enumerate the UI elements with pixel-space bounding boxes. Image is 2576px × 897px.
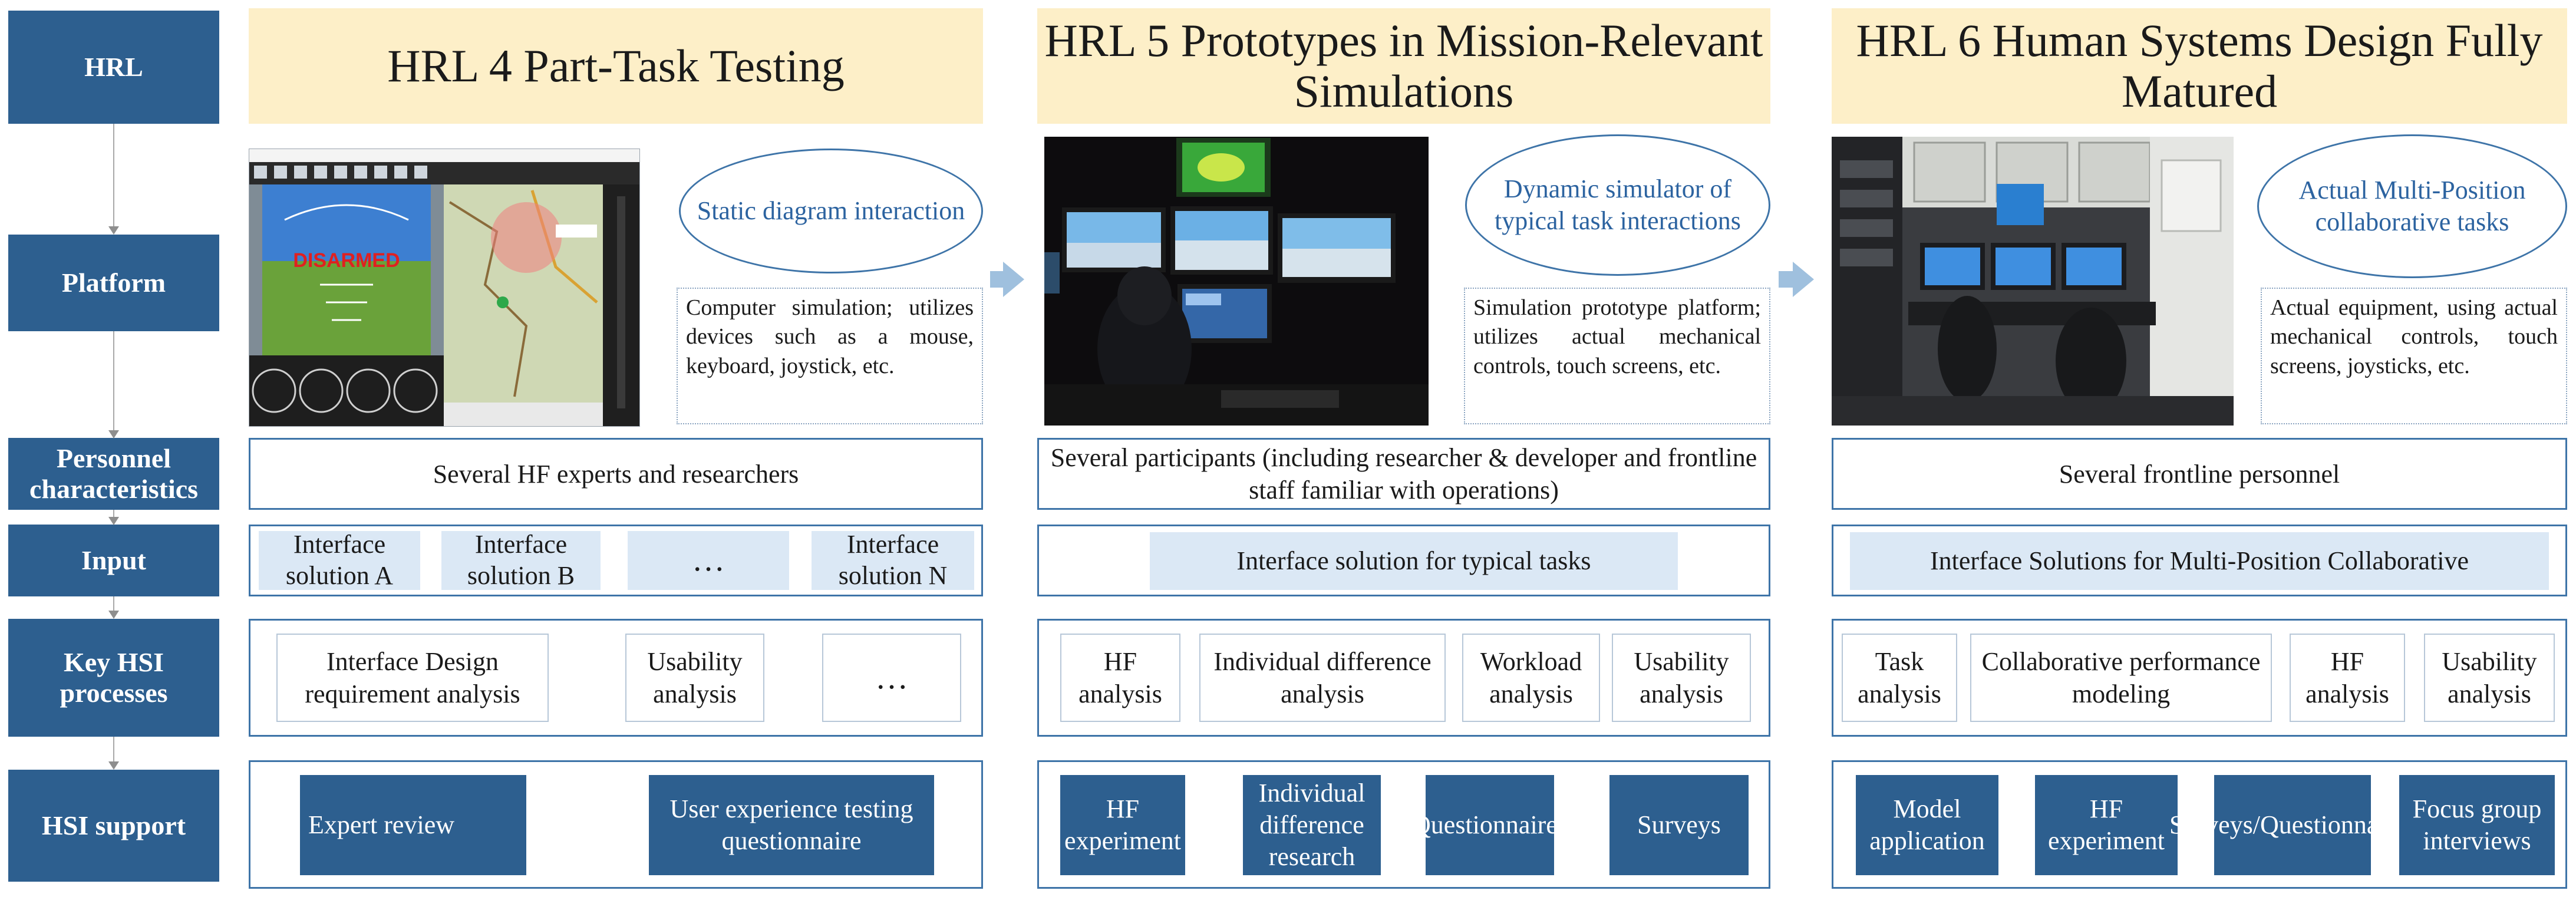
platform-label-hrl5: Dynamic simulator of typical task intera… xyxy=(1465,134,1770,276)
process-usability: Usability analysis xyxy=(1612,634,1751,722)
control-room-photo xyxy=(1832,137,2234,426)
process-ellipsis: … xyxy=(822,634,961,722)
connector-line xyxy=(113,737,114,763)
row-label-platform: Platform xyxy=(8,235,219,331)
process-hf-analysis: HF analysis xyxy=(2290,634,2405,722)
personnel-hrl4: Several HF experts and researchers xyxy=(249,438,983,510)
process-usability: Usability analysis xyxy=(625,634,764,722)
personnel-hrl6: Several frontline personnel xyxy=(1832,438,2567,510)
support-hf-experiment: HF experiment xyxy=(1060,775,1185,875)
input-ellipsis: … xyxy=(628,531,789,590)
right-arrow-icon xyxy=(1793,262,1814,297)
input-typical-tasks: Interface solution for typical tasks xyxy=(1150,532,1678,590)
simulator-photo xyxy=(1044,137,1429,426)
flight-software-screenshot: DISARMED xyxy=(249,149,640,427)
support-ux-questionnaire: User experience testing questionnaire xyxy=(649,775,934,875)
processes-row-hrl4: Interface Design requirement analysis Us… xyxy=(249,619,983,737)
simulator-image xyxy=(1044,137,1429,426)
support-expert-review: Expert review xyxy=(300,775,526,875)
support-row-hrl6: Model application HF experiment Surveys/… xyxy=(1832,760,2567,889)
processes-row-hrl6: Task analysis Collaborative performance … xyxy=(1832,619,2567,737)
right-arrow-icon xyxy=(1003,262,1024,297)
header-hrl6: HRL 6 Human Systems Design Fully Matured xyxy=(1832,8,2567,124)
header-hrl4: HRL 4 Part-Task Testing xyxy=(249,8,983,124)
disarmed-label: DISARMED xyxy=(293,249,400,272)
platform-desc-hrl6: Actual equipment, using actual mechanica… xyxy=(2261,288,2567,424)
arrow-shaft xyxy=(990,271,1003,288)
row-label-input: Input xyxy=(8,525,219,596)
process-hf-analysis: HF analysis xyxy=(1060,634,1180,722)
input-solution-n: Interface solution N xyxy=(812,530,974,590)
platform-desc-hrl4: Computer simulation; utilizes devices su… xyxy=(677,288,983,424)
support-hf-experiment: HF experiment xyxy=(2035,775,2178,875)
input-row-hrl6: Interface Solutions for Multi-Position C… xyxy=(1832,525,2567,596)
down-arrow-icon xyxy=(108,611,119,619)
down-arrow-icon xyxy=(108,517,119,525)
input-solution-b: Interface solution B xyxy=(441,530,601,590)
connector-line xyxy=(113,331,114,431)
row-label-personnel: Personnel characteristics xyxy=(8,438,219,510)
row-label-key-hsi: Key HSI processes xyxy=(8,619,219,737)
personnel-hrl5: Several participants (including research… xyxy=(1037,438,1770,510)
support-row-hrl5: HF experiment Individual difference rese… xyxy=(1037,760,1770,889)
down-arrow-icon xyxy=(108,761,119,770)
row-label-hsi-support: HSI support xyxy=(8,770,219,882)
platform-desc-hrl5: Simulation prototype platform; utilizes … xyxy=(1464,288,1770,424)
control-room-image xyxy=(1832,137,2234,426)
input-multi-position: Interface Solutions for Multi-Position C… xyxy=(1850,532,2549,590)
arrow-shaft xyxy=(1779,271,1793,288)
support-focus-group: Focus group interviews xyxy=(2399,775,2555,875)
flight-software-image: DISARMED xyxy=(249,149,639,426)
process-usability: Usability analysis xyxy=(2424,634,2555,722)
process-workload: Workload analysis xyxy=(1462,634,1600,722)
down-arrow-icon xyxy=(108,226,119,235)
connector-line xyxy=(113,510,114,518)
platform-label-hrl4: Static diagram interaction xyxy=(679,149,983,273)
down-arrow-icon xyxy=(108,430,119,438)
input-row-hrl5: Interface solution for typical tasks xyxy=(1037,525,1770,596)
process-interface-design: Interface Design requirement analysis xyxy=(276,634,549,722)
support-individual-difference: Individual difference research xyxy=(1243,775,1381,875)
connector-line xyxy=(113,596,114,612)
support-row-hrl4: Expert review User experience testing qu… xyxy=(249,760,983,889)
support-model-application: Model application xyxy=(1856,775,1998,875)
support-questionnaires: Questionnaires xyxy=(1412,775,1568,875)
support-surveys: Surveys xyxy=(1609,775,1749,875)
input-row-hrl4: Interface solution A Interface solution … xyxy=(249,525,983,596)
row-label-hrl: HRL xyxy=(8,11,219,124)
input-solution-a: Interface solution A xyxy=(259,530,420,590)
header-hrl5: HRL 5 Prototypes in Mission-Relevant Sim… xyxy=(1037,8,1770,124)
process-individual-difference: Individual difference analysis xyxy=(1199,634,1446,722)
process-task-analysis: Task analysis xyxy=(1842,634,1957,722)
connector-line xyxy=(113,124,114,227)
support-surveys-questionnaires: Surveys/Questionnaires xyxy=(2169,775,2416,875)
process-collaborative-modeling: Collaborative performance modeling xyxy=(1970,634,2272,722)
platform-label-hrl6: Actual Multi-Position collaborative task… xyxy=(2257,134,2567,278)
processes-row-hrl5: HF analysis Individual difference analys… xyxy=(1037,619,1770,737)
